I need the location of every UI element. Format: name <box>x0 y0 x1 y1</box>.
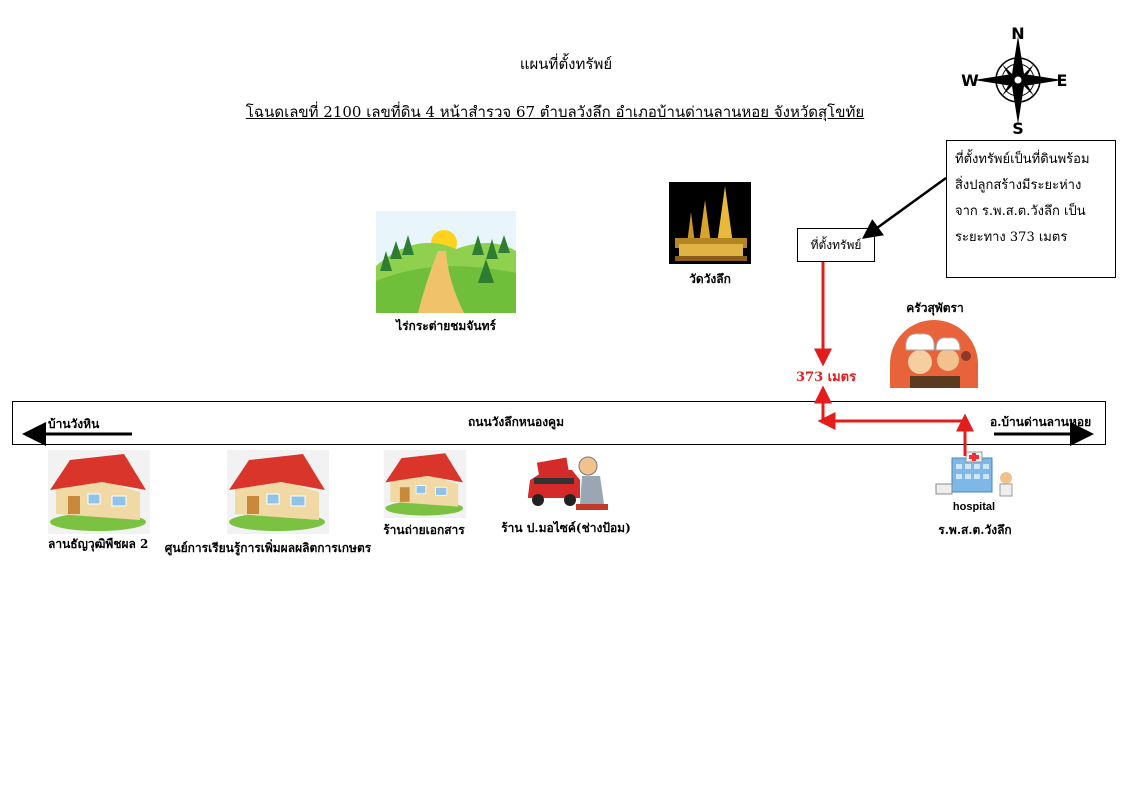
left-direction-label: บ้านวังหิน <box>48 417 100 431</box>
right-direction-label: อ.บ้านด่านลานหอย <box>990 415 1092 429</box>
mechanic-icon <box>524 452 608 512</box>
restaurant-label: ครัวสุพัตรา <box>906 301 964 315</box>
info-line: จาก ร.พ.ส.ต.วังลึก เป็น <box>955 204 1086 219</box>
temple-label: วัดวังลึก <box>689 272 731 286</box>
info-line: ระยะทาง 373 เมตร <box>955 230 1068 245</box>
compass-east: E <box>1057 71 1068 90</box>
grain-yard-label: ลานธัญวุฒิพืชผล 2 <box>48 537 149 551</box>
farm-landscape-icon <box>376 211 516 313</box>
compass-north: N <box>1011 24 1024 43</box>
road <box>12 401 1106 445</box>
house-icon <box>48 450 150 534</box>
compass-south: S <box>1012 119 1024 137</box>
learning-center-label: ศูนย์การเรียนรู้การเพิ่มผลผลิตการเกษตร <box>164 541 372 555</box>
temple-icon <box>669 182 751 264</box>
map-title: แผนที่ตั้งทรัพย์ <box>519 55 613 73</box>
house-icon <box>227 450 329 534</box>
property-location-box: ที่ตั้งทรัพย์ <box>797 228 875 262</box>
house-icon <box>383 450 467 518</box>
chef-restaurant-icon <box>890 320 978 388</box>
deed-subtitle: โฉนดเลขที่ 2100 เลขที่ดิน 4 หน้าสำรวจ 67… <box>245 103 865 121</box>
road-name: ถนนวังลึกหนองคูม <box>467 415 564 429</box>
info-pointer-arrow <box>861 176 947 239</box>
compass-rose-icon: N S W E <box>961 24 1068 137</box>
info-box: ที่ตั้งทรัพย์เป็นที่ดินพร้อม สิ่งปลูกสร้… <box>946 140 1116 278</box>
copy-shop-label: ร้านถ่ายเอกสาร <box>383 523 465 537</box>
hospital-label: ร.พ.ส.ต.วังลึก <box>938 523 1012 537</box>
info-line: สิ่งปลูกสร้างมีระยะห่าง <box>955 178 1082 193</box>
info-line: ที่ตั้งทรัพย์เป็นที่ดินพร้อม <box>955 152 1090 167</box>
farm-label: ไร่กระต่ายชมจันทร์ <box>396 319 496 333</box>
motor-shop-label: ร้าน ป.มอไซค์(ช่างป้อม) <box>501 521 631 535</box>
hospital-icon: hospital <box>934 450 1016 512</box>
distance-label: 373 เมตร <box>796 370 857 385</box>
compass-west: W <box>961 71 979 90</box>
hospital-sign: hospital <box>953 501 995 512</box>
